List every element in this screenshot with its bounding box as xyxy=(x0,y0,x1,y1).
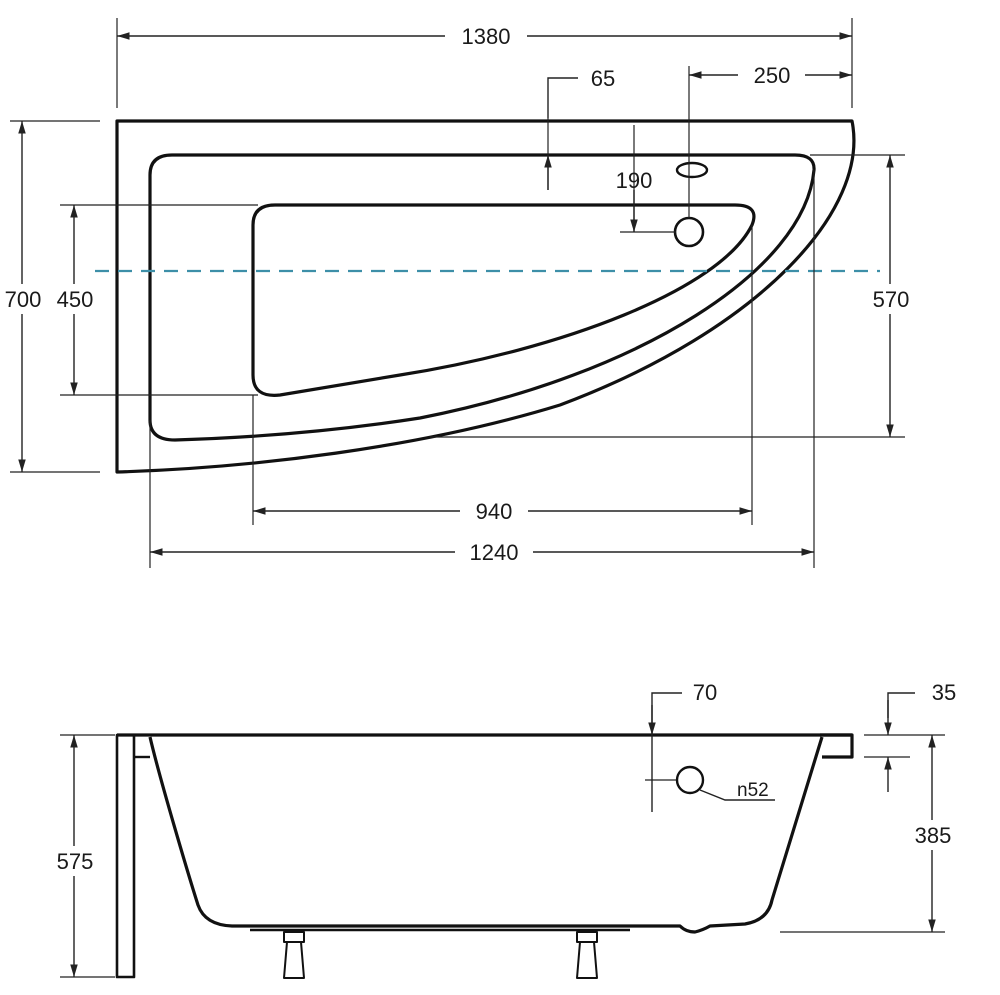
dim-rim-70: 70 xyxy=(693,680,717,705)
dim-inner-length: 940 xyxy=(476,499,513,524)
dim-overall-length: 1380 xyxy=(462,24,511,49)
dim-overall-width: 700 xyxy=(5,287,42,312)
inner-rim-outline xyxy=(148,153,816,442)
basin-outline xyxy=(251,203,756,397)
overflow-hole-side-icon xyxy=(675,765,705,795)
outer-rim-outline xyxy=(115,119,856,474)
drain-hole-icon xyxy=(673,216,705,248)
dim-65: 65 xyxy=(591,66,615,91)
tub-body-outline xyxy=(148,736,824,934)
front-panel xyxy=(115,733,136,979)
dim-overflow-190: 190 xyxy=(616,168,653,193)
top-view: 1380 65 250 190 700 450 570 940 1240 xyxy=(0,18,916,568)
dim-depth: 385 xyxy=(915,823,952,848)
dim-rim-35: 35 xyxy=(932,680,956,705)
dim-total-height: 575 xyxy=(57,849,94,874)
foot-left xyxy=(283,931,305,979)
dim-250: 250 xyxy=(754,63,791,88)
overflow-hole-icon xyxy=(675,161,709,179)
dim-rim-width: 570 xyxy=(873,287,910,312)
side-view: n52 70 35 385 575 xyxy=(48,680,958,979)
foot-right xyxy=(576,931,598,979)
dim-inner-width: 450 xyxy=(57,287,94,312)
dim-rim-length: 1240 xyxy=(470,540,519,565)
dim-overflow-diameter: n52 xyxy=(737,780,769,801)
